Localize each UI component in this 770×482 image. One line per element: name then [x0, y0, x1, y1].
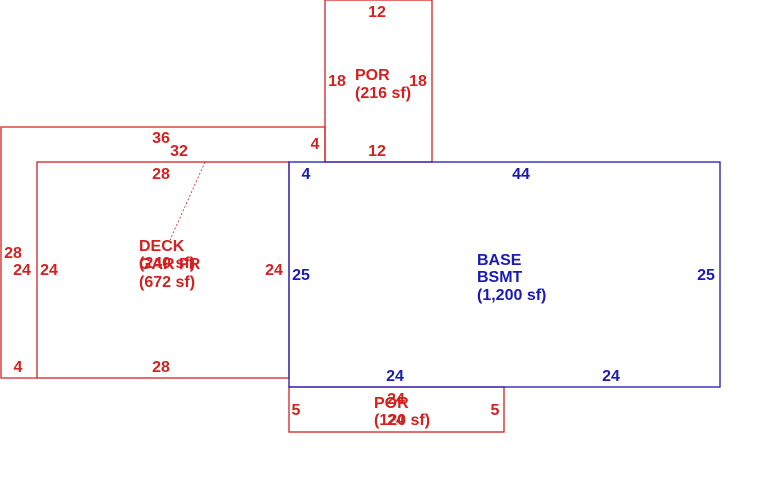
base-dim-bottom-right: 24	[602, 368, 620, 385]
base-dim-left: 25	[292, 267, 310, 284]
base-area: (1,200 sf)	[477, 287, 546, 304]
porch-bottom-dim-top: 24	[387, 391, 405, 408]
deck-dim-bottom-left: 4	[14, 359, 23, 376]
garage-dim-left: 24	[40, 262, 58, 279]
porch-top-dim-right: 18	[409, 73, 427, 90]
garage-area: (672 sf)	[139, 274, 195, 291]
porch-bottom-dim-mid: 24	[387, 412, 405, 429]
base-basement-outline	[288, 161, 721, 388]
porch-bottom-dim-right: 5	[491, 402, 500, 419]
deck-area: (240 sf)	[139, 255, 195, 272]
porch-top-dim-left: 18	[328, 73, 346, 90]
porch-bottom-area: (120 sf)	[374, 412, 430, 429]
porch-bottom-name: POR	[374, 395, 409, 412]
porch-top-dim-top: 12	[368, 4, 386, 21]
porch-top-name: POR	[355, 67, 390, 84]
deck-dim-left: 28	[4, 245, 22, 262]
porch-bottom-dim-left: 5	[292, 402, 301, 419]
garage-dim-bottom: 28	[152, 359, 170, 376]
garage-dim-outer-left: 24	[13, 262, 31, 279]
base-dim-top-left: 4	[302, 166, 311, 183]
garage-name: GAR FR	[139, 256, 201, 273]
deck-dim-diag: 32	[170, 143, 188, 160]
base-name: BASE	[477, 252, 522, 269]
deck-dim-top: 36	[152, 130, 170, 147]
deck-dim-right-top: 4	[311, 136, 320, 153]
garage-dim-right: 24	[265, 262, 283, 279]
base-name-2: BSMT	[477, 269, 523, 286]
base-dim-right: 25	[697, 267, 715, 284]
porch-top-dim-bottom: 12	[368, 143, 386, 160]
base-dim-bottom-left: 24	[386, 368, 404, 385]
garage-dim-top: 28	[152, 166, 170, 183]
deck-label-leader	[169, 161, 206, 241]
base-dim-top: 44	[512, 166, 530, 183]
porch-top-area: (216 sf)	[355, 85, 411, 102]
deck-name: DECK	[139, 238, 185, 255]
deck-outline	[0, 126, 326, 379]
